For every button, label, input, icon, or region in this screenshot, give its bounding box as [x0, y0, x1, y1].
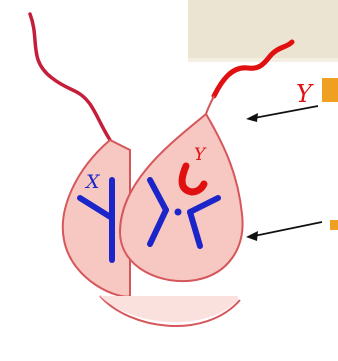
- orange-fragment-lower: [330, 220, 338, 230]
- top-right-letter: Y: [296, 80, 314, 108]
- white-panel-top-left: [0, 0, 188, 112]
- left-x-label: X: [84, 171, 101, 193]
- right-y-label: Y: [194, 145, 207, 165]
- centromere-dot: [175, 209, 182, 216]
- orange-fragment: [322, 78, 338, 102]
